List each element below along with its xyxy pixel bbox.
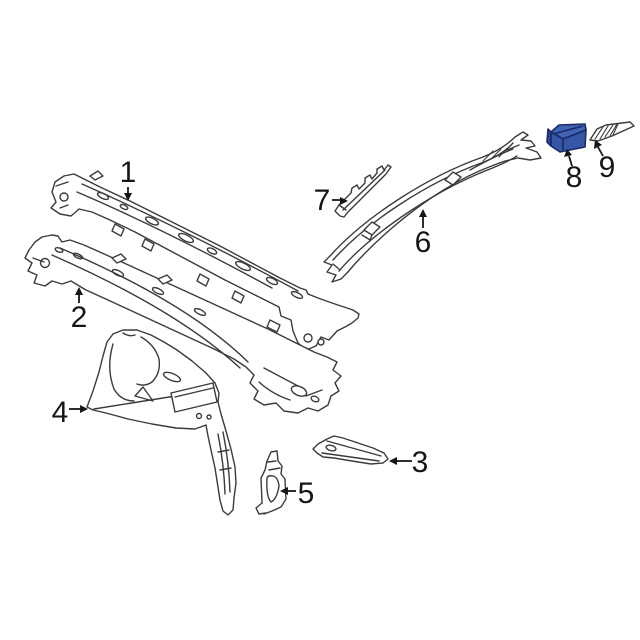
part-4-cowl-side-panel[interactable] <box>86 329 237 516</box>
callout-8-leader <box>568 155 573 167</box>
part-9-filler-wedge[interactable] <box>589 121 635 142</box>
callout-7[interactable]: 7 <box>314 184 348 217</box>
svg-text:3: 3 <box>412 446 429 479</box>
part-2-cowl-panel[interactable] <box>24 234 342 414</box>
svg-text:4: 4 <box>52 396 69 429</box>
callout-2[interactable]: 2 <box>71 287 88 334</box>
callout-8[interactable]: 8 <box>564 149 582 194</box>
part-6-outline <box>323 131 542 283</box>
part-6-windshield-header-rail[interactable] <box>323 131 542 283</box>
part-3-deflector[interactable] <box>312 435 389 465</box>
part-4-outline <box>86 329 237 516</box>
svg-text:5: 5 <box>298 477 315 510</box>
callout-7-arrowhead <box>340 197 348 205</box>
svg-text:7: 7 <box>314 184 331 217</box>
part-8-end-cap-highlighted[interactable] <box>546 123 587 153</box>
callout-3[interactable]: 3 <box>389 446 428 479</box>
svg-text:1: 1 <box>120 156 137 189</box>
callout-2-arrowhead <box>75 287 83 295</box>
svg-text:6: 6 <box>415 226 432 259</box>
callout-1[interactable]: 1 <box>120 156 137 201</box>
callout-4[interactable]: 4 <box>52 396 88 429</box>
callout-8-arrowhead <box>564 149 572 157</box>
callout-5-arrowhead <box>280 487 288 495</box>
part-1-outline <box>50 173 360 351</box>
callout-6[interactable]: 6 <box>415 209 432 259</box>
part-1-cowl-top-grille-panel[interactable] <box>50 170 360 351</box>
part-5-outline <box>258 450 287 515</box>
callout-4-arrowhead <box>80 405 88 413</box>
callout-5[interactable]: 5 <box>280 477 314 510</box>
callout-9[interactable]: 9 <box>594 140 615 184</box>
callout-1-arrowhead <box>124 193 132 201</box>
callout-9-arrowhead <box>594 140 602 149</box>
callout-9-leader <box>597 146 604 157</box>
callout-6-arrowhead <box>419 209 427 217</box>
svg-text:9: 9 <box>599 151 616 184</box>
callout-3-arrowhead <box>389 457 397 465</box>
part-5-bracket[interactable] <box>255 450 287 515</box>
part-7-moulding-strip[interactable] <box>334 164 392 218</box>
svg-text:8: 8 <box>566 161 583 194</box>
part-8-left-flap <box>546 128 552 147</box>
svg-text:2: 2 <box>71 301 88 334</box>
